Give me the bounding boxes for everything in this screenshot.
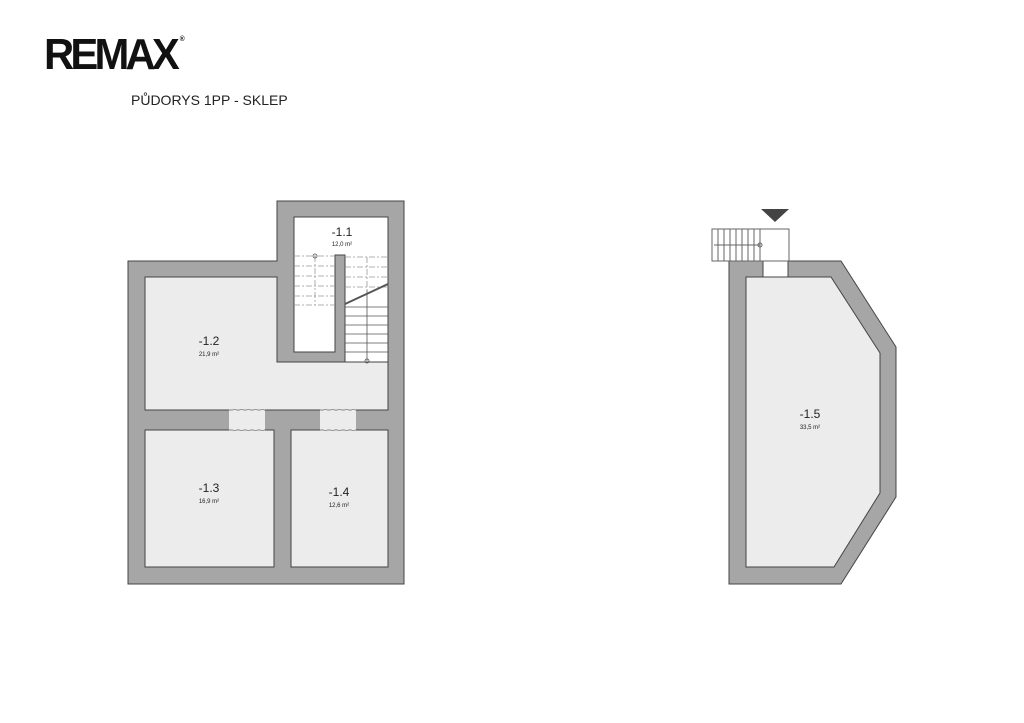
room-area: 12,6 m² — [329, 503, 349, 509]
room-1-3 — [144, 429, 275, 568]
remax-logo: REMAX® — [44, 30, 185, 79]
room-area: 12,0 m² — [332, 242, 352, 248]
room-area: 16,9 m² — [199, 499, 219, 505]
room-labels: -1.1 12,0 m² -1.2 21,9 m² -1.3 16,9 m² -… — [199, 225, 821, 509]
right-building — [711, 209, 897, 585]
door-2 — [320, 410, 356, 430]
room-label: -1.1 — [332, 225, 353, 239]
room-area: 33,5 m² — [800, 425, 820, 431]
entrance-steps — [714, 229, 763, 261]
stairs-left — [294, 253, 389, 364]
plan-title: PŮDORYS 1PP - SKLEP — [131, 92, 288, 108]
room-1-1-stair — [293, 216, 389, 363]
room-area: 21,9 m² — [199, 352, 219, 358]
door-1 — [229, 410, 265, 430]
entrance-door — [762, 260, 789, 278]
room-label: -1.5 — [800, 407, 821, 421]
room-label: -1.3 — [199, 481, 220, 495]
entrance-arrow-icon — [761, 209, 789, 222]
left-building — [127, 200, 405, 585]
room-1-4 — [290, 429, 389, 568]
room-label: -1.2 — [199, 334, 220, 348]
room-label: -1.4 — [329, 485, 350, 499]
room-1-5 — [745, 276, 881, 568]
door-lines — [229, 409, 356, 431]
registered-mark: ® — [179, 36, 185, 43]
